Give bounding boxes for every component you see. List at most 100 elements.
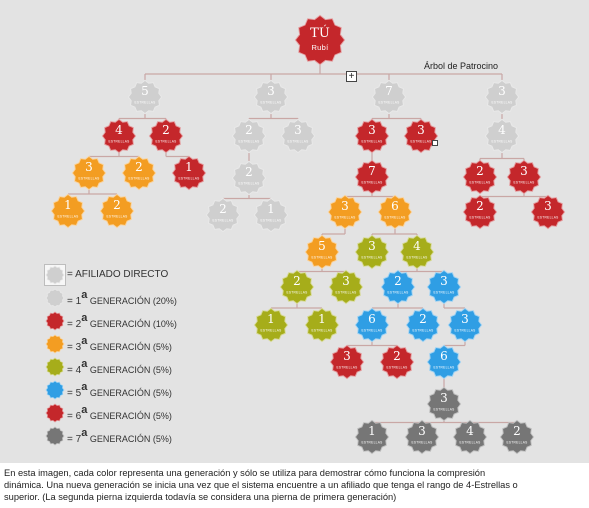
legend-row-0: = AFILIADO DIRECTO bbox=[44, 263, 244, 286]
node-f3-number: 6 bbox=[368, 312, 376, 326]
move-handle-icon[interactable]: + bbox=[346, 71, 357, 82]
node-d1-sublabel: ESTRELLAS bbox=[491, 140, 512, 144]
resize-handle[interactable] bbox=[432, 140, 438, 146]
node-n_d-sublabel: ESTRELLAS bbox=[491, 101, 512, 105]
legend-swatch-shape bbox=[46, 335, 64, 352]
node-g1-number: 3 bbox=[343, 349, 351, 363]
node-g2-shape bbox=[381, 346, 413, 378]
legend-text: GENERACIÓN (5%) bbox=[87, 364, 172, 375]
legend-prefix: = AFILIADO DIRECTO bbox=[67, 269, 169, 280]
node-g2-sublabel: ESTRELLAS bbox=[386, 366, 407, 370]
node-c1111-sublabel: ESTRELLAS bbox=[311, 256, 332, 260]
legend-swatch-shape bbox=[46, 381, 64, 398]
node-e4-sublabel: ESTRELLAS bbox=[433, 291, 454, 295]
node-g3-number: 6 bbox=[440, 349, 448, 363]
legend-ordinal: a bbox=[81, 426, 88, 439]
legend-swatch-shape bbox=[46, 289, 64, 306]
node-e4-number: 3 bbox=[440, 274, 448, 288]
node-f2-number: 1 bbox=[318, 312, 326, 326]
node-i2-shape bbox=[406, 421, 438, 453]
legend-text: GENERACIÓN (5%) bbox=[87, 410, 172, 421]
node-e2-number: 3 bbox=[342, 274, 350, 288]
legend-prefix: = 3 bbox=[67, 341, 82, 353]
node-h1-shape bbox=[428, 388, 460, 420]
node-i4-shape bbox=[501, 421, 533, 453]
legend-swatch-gen3 bbox=[45, 334, 65, 353]
node-e4-shape bbox=[428, 271, 460, 303]
node-c1122-sublabel: ESTRELLAS bbox=[406, 256, 427, 260]
node-c1121-shape bbox=[356, 236, 388, 268]
legend-ordinal: a bbox=[81, 380, 88, 393]
node-a1-number: 4 bbox=[115, 123, 123, 137]
node-i1-number: 1 bbox=[368, 424, 376, 438]
node-c1111-shape bbox=[306, 236, 338, 268]
node-d12-sublabel: ESTRELLAS bbox=[513, 181, 534, 185]
legend-ordinal: a bbox=[81, 311, 88, 324]
node-f4-shape bbox=[407, 309, 439, 341]
node-n_a-sublabel: ESTRELLAS bbox=[134, 101, 155, 105]
node-a12-sublabel: ESTRELLAS bbox=[128, 177, 149, 181]
node-g1-shape bbox=[331, 346, 363, 378]
node-c1111-number: 5 bbox=[318, 239, 326, 253]
node-a112-shape bbox=[101, 195, 133, 227]
node-a1-sublabel: ESTRELLAS bbox=[108, 140, 129, 144]
node-b112-sublabel: ESTRELLAS bbox=[260, 219, 281, 223]
node-a21-sublabel: ESTRELLAS bbox=[178, 177, 199, 181]
node-b2-shape bbox=[282, 120, 314, 152]
legend-swatch-shape bbox=[46, 266, 64, 283]
legend-prefix: = 4 bbox=[67, 364, 82, 376]
node-c1-number: 3 bbox=[368, 123, 376, 137]
node-b2-sublabel: ESTRELLAS bbox=[287, 140, 308, 144]
node-n_d-number: 3 bbox=[498, 84, 506, 98]
node-f3-sublabel: ESTRELLAS bbox=[361, 329, 382, 333]
legend-ordinal: a bbox=[81, 403, 88, 416]
